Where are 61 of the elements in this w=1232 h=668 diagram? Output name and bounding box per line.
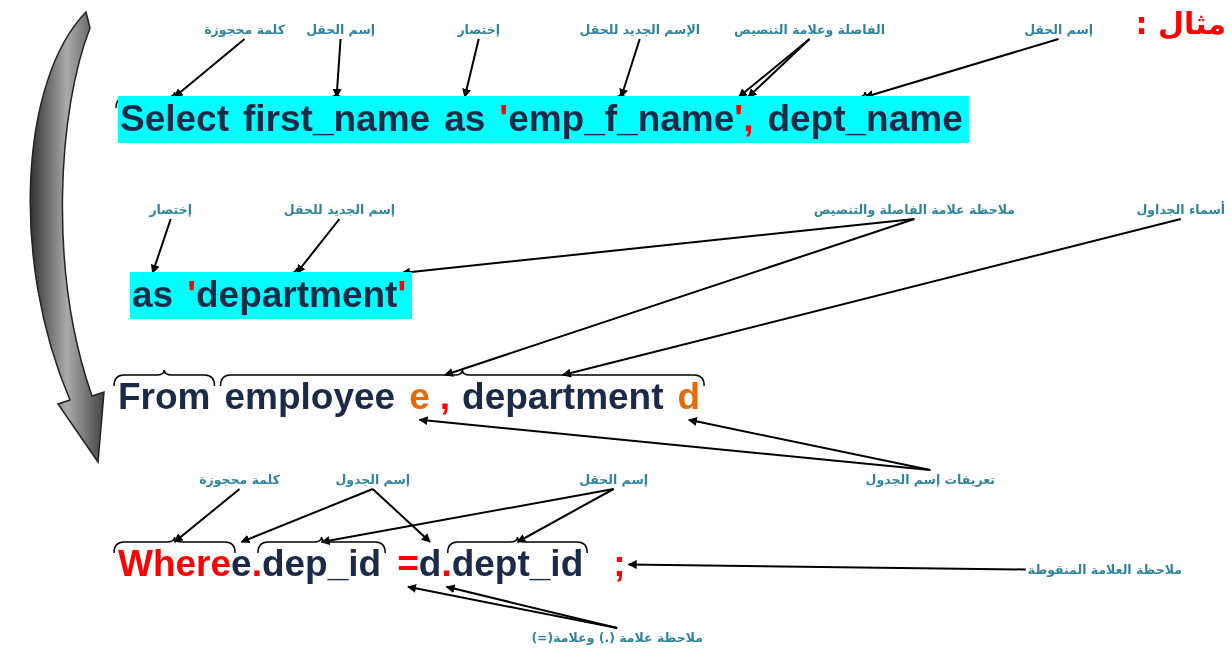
table-alias: d	[677, 378, 701, 417]
sql-identifier: dept_id	[451, 545, 584, 584]
sql-keyword: Select	[120, 100, 229, 139]
title: مثال :	[1135, 6, 1226, 41]
annotation-label: أسماء الجداول	[1136, 202, 1225, 217]
sql-identifier: dep_id	[261, 545, 382, 584]
annotation-label: إسم الجدول	[335, 472, 410, 487]
sql-keyword: Where	[118, 545, 232, 584]
quote-mark: '	[397, 276, 407, 315]
arrow	[619, 38, 641, 98]
annotation-label: كلمة محجوزة	[199, 472, 280, 487]
annotation-label: ملاحظة العلامة المنقوطة	[1027, 562, 1182, 577]
arrow	[332, 38, 342, 98]
sql-identifier: dept_name	[767, 100, 963, 139]
comma: ,	[439, 378, 451, 417]
annotation-label: إسم الجديد للحقل	[283, 202, 395, 217]
table-alias: e	[409, 378, 430, 417]
arrow	[445, 584, 619, 629]
annotation-label: ملاحظة علامة (.) وعلامة(=)	[531, 630, 703, 645]
table-alias: e	[231, 545, 252, 584]
arrow	[320, 488, 615, 545]
quote-mark: '	[187, 276, 196, 315]
annotation-label: ملاحظة علامة الفاصلة والتنصيص	[813, 202, 1015, 217]
arrow	[462, 38, 480, 98]
annotation-label: إختصار	[149, 202, 192, 217]
annotation-label: إسم الحقل	[579, 472, 648, 487]
table-name: employee	[224, 378, 396, 417]
arrow	[150, 218, 172, 274]
arrow	[371, 488, 432, 543]
quote-mark: '	[734, 100, 744, 139]
arrow	[516, 488, 615, 543]
annotation-label: الفاصلة وعلامة التنصيص	[734, 22, 885, 37]
arrow	[173, 38, 246, 98]
annotation-label: إختصار	[457, 22, 500, 37]
dot: .	[441, 545, 452, 584]
sql-identifier: first_name	[243, 100, 431, 139]
arrow	[173, 488, 241, 543]
dot: .	[251, 545, 262, 584]
arrow	[443, 218, 916, 377]
annotation-label: إسم الحقل	[1024, 22, 1093, 37]
sql-keyword: as	[132, 276, 174, 315]
annotation-label: كلمة محجوزة	[204, 22, 285, 37]
arrow	[240, 488, 374, 544]
equals-sign: =	[397, 545, 419, 584]
arrow	[295, 218, 341, 274]
quote-mark: '	[499, 100, 509, 139]
arrow	[687, 417, 932, 471]
arrow	[864, 38, 1060, 99]
annotation-label: الإسم الجديد للحقل	[579, 22, 700, 37]
sql-keyword: From	[118, 378, 211, 417]
sql-identifier: emp_f_name	[508, 100, 735, 139]
table-alias: d	[418, 545, 442, 584]
arrow	[561, 218, 1182, 378]
arrow	[627, 560, 1027, 571]
annotation-label: إسم الحقل	[306, 22, 375, 37]
sql-identifier: department	[195, 276, 398, 315]
sql-keyword: as	[444, 100, 486, 139]
table-name: department	[462, 378, 664, 417]
annotation-label: تعريفات إسم الجدول	[865, 472, 995, 487]
comma: ,	[743, 100, 754, 139]
semicolon: ;	[613, 545, 626, 584]
